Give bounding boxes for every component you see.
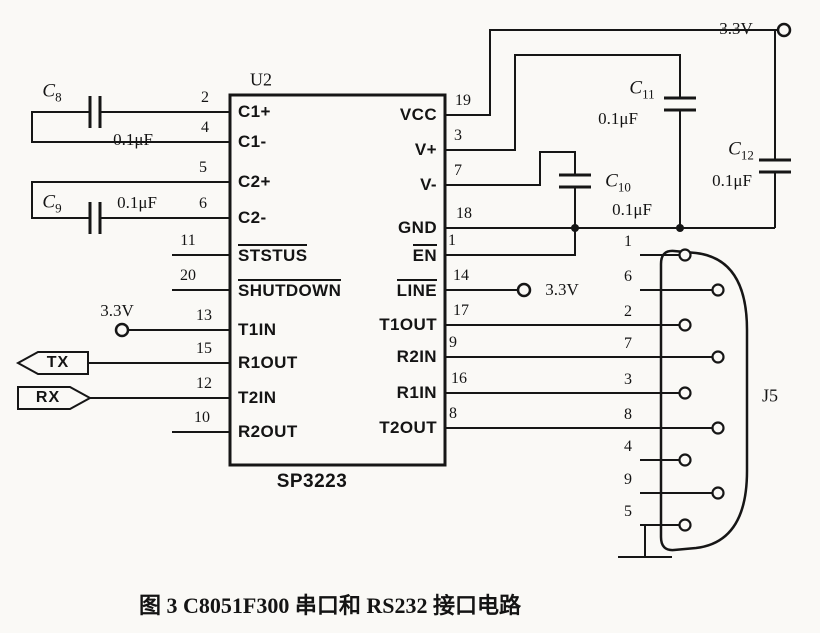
rx-tag-shape xyxy=(17,386,93,410)
ic-pin-name: R2OUT xyxy=(238,422,298,441)
ic-pin-name: R2IN xyxy=(396,347,437,366)
ic-pin-number: 11 xyxy=(180,232,196,249)
terminal-3v3-t1in-icon xyxy=(114,322,130,338)
capacitor-c12-symbol xyxy=(759,158,791,174)
ic-pin-number: 17 xyxy=(453,302,469,319)
tx-tag-label: TX xyxy=(46,354,70,371)
ic-pin-number: 7 xyxy=(454,162,462,179)
rx-tag-label: RX xyxy=(35,389,61,406)
capacitor-value: 0.1μF xyxy=(117,193,157,212)
ic-pin-number: 20 xyxy=(180,267,196,284)
capacitor-c10-symbol xyxy=(559,173,591,189)
tx-tag-shape xyxy=(15,351,89,375)
ic-pin-name: T1OUT xyxy=(379,315,437,334)
ic-pin-number: 18 xyxy=(456,205,472,222)
ic-pin-name: GND xyxy=(398,218,437,237)
ic-pin-number: 5 xyxy=(199,159,207,176)
capacitor-c9-symbol xyxy=(88,202,102,234)
ic-pin-number: 13 xyxy=(196,307,212,324)
capacitor-value: 0.1μF xyxy=(712,171,752,190)
power-3v3-label: 3.3V xyxy=(100,301,134,320)
ic-pin-name: T1IN xyxy=(238,320,277,339)
ic-pin-number: 16 xyxy=(451,370,467,387)
ic-pin-name: R1OUT xyxy=(238,353,298,372)
db9-pin-number: 6 xyxy=(624,268,632,285)
capacitor-ref: C11 xyxy=(629,77,655,102)
ic-pin-name: C1- xyxy=(238,132,267,151)
ic-pin-name: STSTUS xyxy=(238,244,308,265)
ic-pin-name: C1+ xyxy=(238,102,271,121)
power-3v3-label: 3.3V xyxy=(545,280,579,299)
ic-pin-number: 2 xyxy=(201,89,209,106)
ic-pin-name: C2- xyxy=(238,208,267,227)
capacitor-value: 0.1μF xyxy=(113,130,153,149)
ic-pin-name: SHUTDOWN xyxy=(238,279,342,300)
ic-ref-label: U2 xyxy=(250,69,272,90)
db9-pin-number: 7 xyxy=(624,335,632,352)
ic-pin-number: 3 xyxy=(454,127,462,144)
ic-pin-name: R1IN xyxy=(396,383,437,402)
db9-pin-number: 1 xyxy=(624,233,632,250)
capacitor-c8-symbol xyxy=(88,96,102,128)
ic-pin-number: 6 xyxy=(199,195,207,212)
ic-pin-name: T2OUT xyxy=(379,418,437,437)
ic-pin-number: 1 xyxy=(448,232,456,249)
ic-pin-name: V+ xyxy=(414,140,437,159)
db9-pin-number: 3 xyxy=(624,371,632,388)
ic-pin-name: T2IN xyxy=(238,388,277,407)
db9-pin-number: 4 xyxy=(624,438,632,455)
ic-pin-number: 15 xyxy=(196,340,212,357)
ic-pin-number: 10 xyxy=(194,409,210,426)
db9-pin-number: 9 xyxy=(624,471,632,488)
terminal-3v3-line-icon xyxy=(516,282,532,298)
terminal-3v3-top-icon xyxy=(776,22,792,38)
ic-pin-number: 8 xyxy=(449,405,457,422)
capacitor-value: 0.1μF xyxy=(598,109,638,128)
figure-caption: 图 3 C8051F300 串口和 RS232 接口电路 xyxy=(139,593,521,618)
db9-shell xyxy=(659,249,749,552)
db9-ref-label: J5 xyxy=(761,385,779,406)
ic-pin-number: 14 xyxy=(453,267,469,284)
ic-pin-name: V- xyxy=(420,175,437,194)
ic-pin-name: LINE xyxy=(396,279,437,300)
ic-pin-number: 9 xyxy=(449,334,457,351)
capacitor-ref: C10 xyxy=(605,170,631,195)
ic-pin-number: 12 xyxy=(196,375,212,392)
capacitor-ref: C9 xyxy=(42,191,62,216)
db9-pin-number: 5 xyxy=(624,503,632,520)
ic-pin-number: 4 xyxy=(201,119,209,136)
capacitor-ref: C12 xyxy=(728,138,754,163)
ic-pin-name: C2+ xyxy=(238,172,271,191)
capacitor-value: 0.1μF xyxy=(612,200,652,219)
capacitor-ref: C8 xyxy=(42,80,62,105)
ic-pin-name: EN xyxy=(412,244,437,265)
db9-pin-contacts xyxy=(678,248,725,532)
power-3v3-label: 3.3V xyxy=(719,19,753,38)
wires-right xyxy=(445,29,778,558)
db9-pin-number: 2 xyxy=(624,303,632,320)
capacitor-c11-symbol xyxy=(664,96,696,112)
ic-part-label: SP3223 xyxy=(276,471,348,492)
ic-pin-name: VCC xyxy=(399,105,437,124)
junction-dots xyxy=(571,224,684,232)
ic-pin-number: 19 xyxy=(455,92,471,109)
db9-pin-number: 8 xyxy=(624,406,632,423)
wires-left xyxy=(31,111,230,433)
